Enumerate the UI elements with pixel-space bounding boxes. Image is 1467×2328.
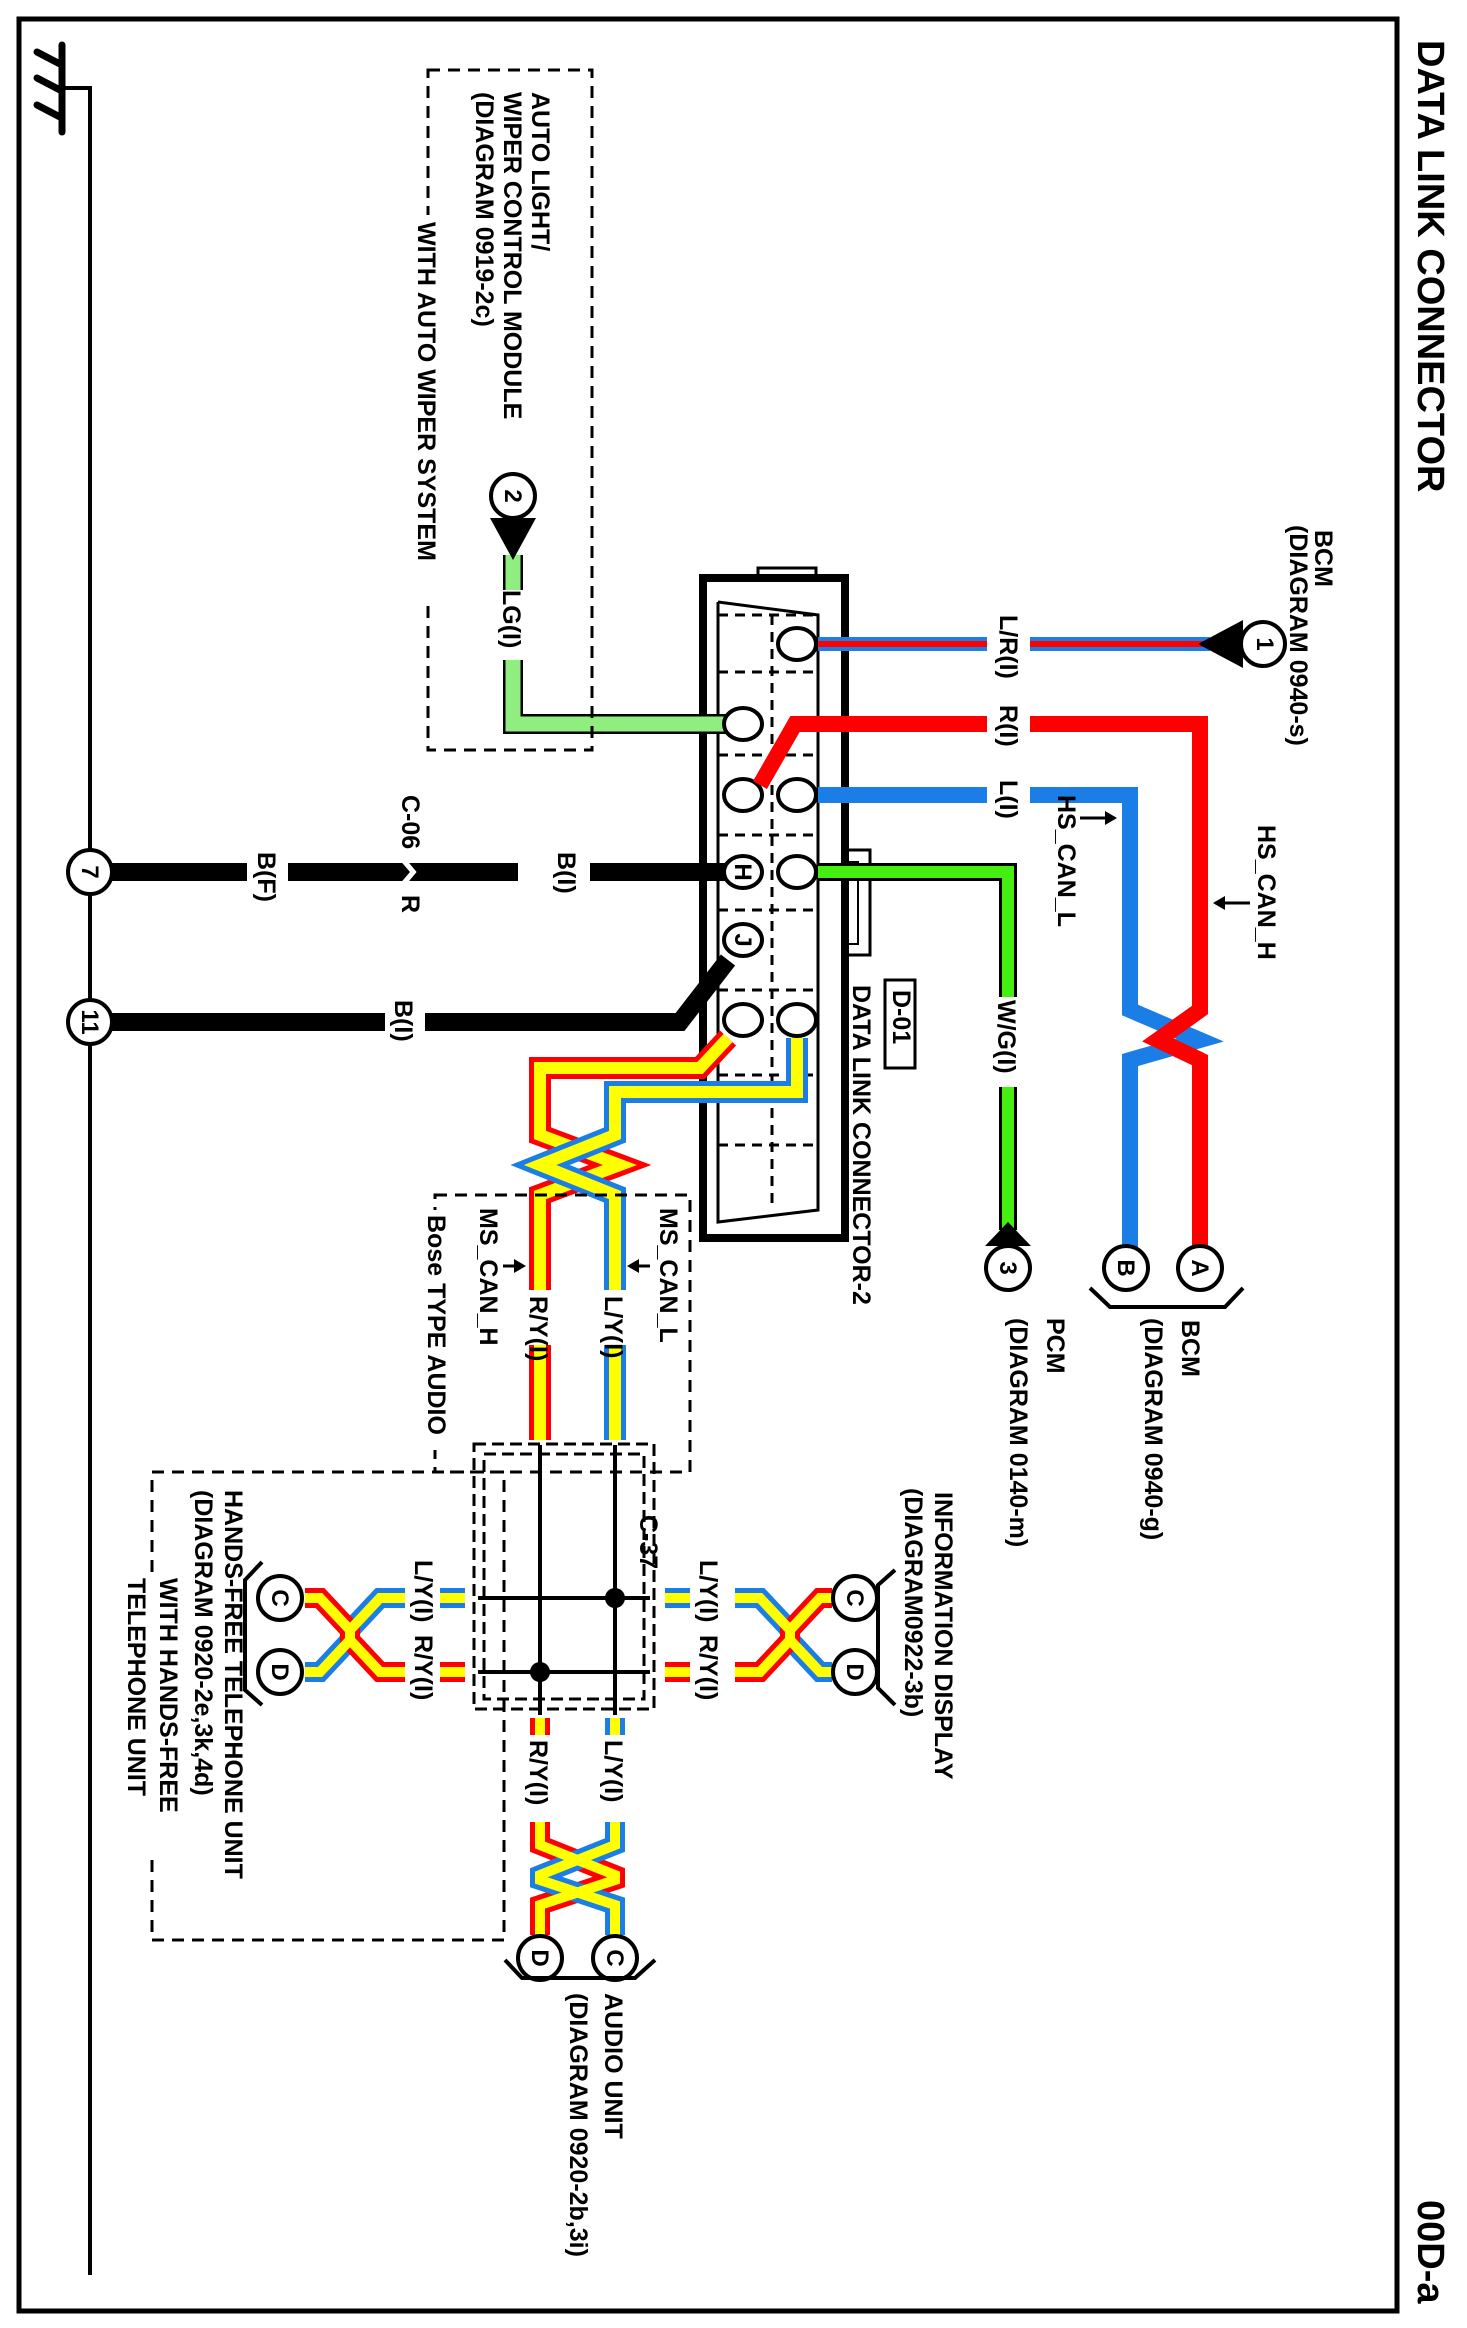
auto-light-line2: WIPER CONTROL MODULE xyxy=(498,92,526,419)
hf-pin-c-label: C xyxy=(266,1589,293,1606)
info-pin-c-label: C xyxy=(841,1589,868,1606)
audio-unit-name: AUDIO UNIT xyxy=(599,1993,627,2139)
pcm-name: PCM xyxy=(1041,1318,1069,1374)
hf-pin-c[interactable] xyxy=(256,1574,304,1622)
auto-light-ref: (DIAGRAM 0919-2c) xyxy=(470,92,498,327)
connector-pin-a[interactable] xyxy=(1176,1244,1224,1292)
audio-pin-c-label: C xyxy=(601,1949,628,1966)
wire-lg[interactable] xyxy=(503,555,730,734)
pin-b-label: B xyxy=(1112,1259,1139,1276)
pin-2-label: 2 xyxy=(499,489,526,502)
connector-pin-3[interactable] xyxy=(984,1244,1032,1292)
connector-pin-1[interactable] xyxy=(1239,620,1287,668)
wire-label-w-g: W/G(I) xyxy=(992,1000,1020,1074)
page-code: 00D-a xyxy=(1409,2200,1451,2304)
wire-label-b-i-7: B(I) xyxy=(552,852,580,894)
pin-3-label: 3 xyxy=(994,1261,1021,1274)
bcm-ab-ref: (DIAGRAM 0940-g) xyxy=(1139,1318,1167,1540)
hf-wire-label-h: R/Y(I) xyxy=(409,1635,437,1700)
info-wire-label-h: R/Y(I) xyxy=(694,1635,722,1700)
connector-pin-2[interactable] xyxy=(489,472,537,520)
wire-label-r: R(I) xyxy=(994,705,1022,747)
hands-free-wires[interactable] xyxy=(305,1588,465,1682)
hands-free-name: HANDS-FREE TELEPHONE UNIT xyxy=(219,1490,247,1879)
joint-c37 xyxy=(472,1442,656,1715)
hands-free-option-1: WITH HANDS-FREE xyxy=(154,1578,182,1813)
audio-wire-label-h: R/Y(I) xyxy=(524,1740,552,1805)
ground-7-label: 7 xyxy=(76,865,103,878)
pin-h-label: H xyxy=(729,863,756,880)
bose-option-box xyxy=(433,1193,692,1474)
page-frame xyxy=(16,16,1400,2314)
bcm-connector-bracket xyxy=(1088,1286,1245,1309)
wire-label-r-y: R/Y(I) xyxy=(524,1296,552,1361)
ground-icon xyxy=(33,41,66,136)
ground-11-label: 11 xyxy=(76,1009,103,1034)
wire-label-b-i-11: B(I) xyxy=(389,1000,417,1042)
joint-c37-label: C-37 xyxy=(634,1515,662,1569)
wire-ground-11[interactable] xyxy=(112,954,736,1031)
hs-can-l-label: HS_CAN_L xyxy=(1052,795,1080,927)
page-title: DATA LINK CONNECTOR xyxy=(1409,40,1451,492)
hf-connector-bracket xyxy=(243,1560,264,1707)
info-wire-label: L/Y(I) xyxy=(694,1560,722,1623)
connector-id-box xyxy=(883,978,917,1070)
info-pin-d-label: D xyxy=(841,1663,868,1680)
wire-label-l-r: L/R(I) xyxy=(994,615,1022,679)
hands-free-option-2: TELEPHONE UNIT xyxy=(122,1578,150,1796)
data-link-connector[interactable] xyxy=(699,566,872,1242)
hf-pin-d-label: D xyxy=(266,1663,293,1680)
joint-c06-label: C-06 xyxy=(396,795,424,849)
wire-hs-can-l[interactable] xyxy=(818,787,1224,1255)
hs-can-h-label: HS_CAN_H xyxy=(1252,825,1280,960)
wire-label-l-y: L/Y(I) xyxy=(599,1296,627,1359)
hands-free-ref: (DIAGRAM 0920-2e,3k,4d) xyxy=(189,1490,217,1796)
ground-point-11[interactable] xyxy=(66,998,114,1046)
pcm-ref: (DIAGRAM 0140-m) xyxy=(1004,1318,1032,1547)
audio-connector-bracket xyxy=(503,1958,657,1980)
bcm-ab-name: BCM xyxy=(1176,1320,1204,1377)
ground-bus-line xyxy=(62,86,92,2275)
arrow-icon xyxy=(490,518,536,560)
connector-pins xyxy=(722,626,818,1038)
connector-id-label: D-01 xyxy=(887,990,915,1044)
pin-1-label: 1 xyxy=(1251,637,1278,650)
wire-label-l: L(I) xyxy=(994,780,1022,819)
auto-wiper-option-label: WITH AUTO WIPER SYSTEM xyxy=(412,222,440,561)
top-bcm-ref: (DIAGRAM 0940-s) xyxy=(1284,525,1312,746)
arrow-icon xyxy=(1198,620,1243,668)
ms-can-h-label: MS_CAN_H xyxy=(474,1208,502,1346)
audio-unit-wires[interactable] xyxy=(530,1718,625,1935)
bose-option-label: Bose TYPE AUDIO xyxy=(422,1215,450,1435)
info-display-wires[interactable] xyxy=(665,1588,832,1682)
audio-wire-label-l: L/Y(I) xyxy=(599,1740,627,1803)
arrow-icon xyxy=(985,1222,1031,1246)
ms-can-wires[interactable] xyxy=(510,1030,808,1440)
ground-point-7[interactable] xyxy=(66,848,114,896)
audio-pin-d-label: D xyxy=(526,1949,553,1966)
hf-wire-label: L/Y(I) xyxy=(409,1560,437,1623)
hf-pin-d[interactable] xyxy=(256,1648,304,1696)
info-display-name: INFORMATION DISPLAY xyxy=(929,1492,957,1780)
info-display-ref: (DIAGRAM0922-3b) xyxy=(899,1488,927,1717)
pin-j-label: J xyxy=(729,933,756,946)
audio-unit-ref: (DIAGRAM 0920-2b,3i) xyxy=(564,1993,592,2257)
wire-label-lg: LG(I) xyxy=(497,590,525,648)
auto-light-line1: AUTO LIGHT/ xyxy=(526,92,554,251)
info-connector-bracket xyxy=(876,1568,897,1707)
ms-can-l-label: MS_CAN_L xyxy=(654,1208,682,1343)
joint-c06-side: R xyxy=(396,895,424,913)
wire-label-b-f: B(F) xyxy=(252,852,280,902)
pin-a-label: A xyxy=(1186,1259,1213,1276)
connector-pin-b[interactable] xyxy=(1102,1244,1150,1292)
connector-name-label: DATA LINK CONNECTOR-2 xyxy=(847,985,875,1305)
top-bcm-name: BCM xyxy=(1309,530,1337,587)
